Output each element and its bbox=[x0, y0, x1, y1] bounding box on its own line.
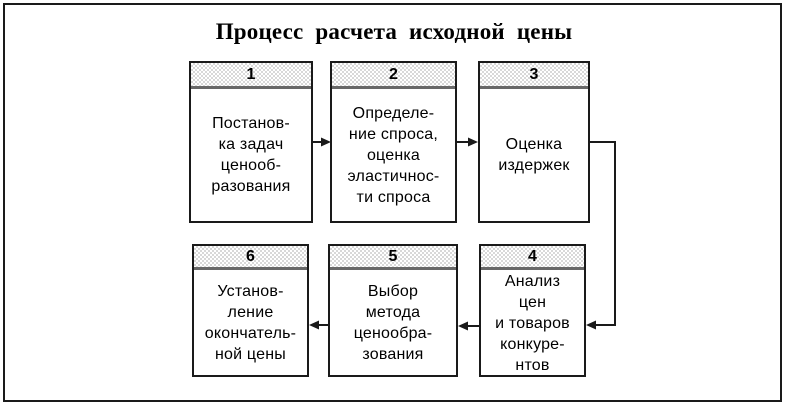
process-box-6-header: 6 bbox=[194, 246, 307, 270]
process-box-3: 3 Оценка издержек bbox=[478, 61, 590, 223]
process-box-5-header: 5 bbox=[330, 246, 456, 270]
box-label: Постанов- ка задач ценооб- разования bbox=[211, 115, 291, 195]
diagram-title: Процесс расчета исходной цены bbox=[215, 19, 573, 44]
process-box-5: 5 Выбор метода ценообра- зования bbox=[328, 244, 458, 377]
process-box-2-header: 2 bbox=[332, 63, 455, 89]
box-number: 2 bbox=[389, 65, 398, 83]
process-box-1: 1 Постанов- ка задач ценооб- разования bbox=[189, 61, 313, 223]
box-label: Выбор метода ценообра- зования bbox=[353, 282, 433, 363]
diagram-frame bbox=[3, 3, 782, 402]
box-label: Определе- ние спроса, оценка эластичнос-… bbox=[347, 104, 440, 206]
box-number: 5 bbox=[388, 247, 398, 265]
box-number: 3 bbox=[529, 65, 539, 83]
process-box-6: 6 Установ- ление окончатель- ной цены bbox=[192, 244, 309, 377]
box-number: 6 bbox=[246, 247, 255, 265]
process-box-3-header: 3 bbox=[480, 63, 588, 89]
box-label: Оценка издержек bbox=[498, 136, 570, 174]
box-label: Анализ цен и товаров конкуре- нтов bbox=[495, 273, 570, 374]
process-box-4-header: 4 bbox=[481, 246, 584, 270]
box-label: Установ- ление окончатель- ной цены bbox=[204, 282, 297, 363]
process-box-2: 2 Определе- ние спроса, оценка эластично… bbox=[330, 61, 457, 223]
process-box-4: 4 Анализ цен и товаров конкуре- нтов bbox=[479, 244, 586, 377]
process-box-1-header: 1 bbox=[191, 63, 311, 89]
box-number: 4 bbox=[528, 247, 537, 265]
box-number: 1 bbox=[246, 65, 256, 83]
